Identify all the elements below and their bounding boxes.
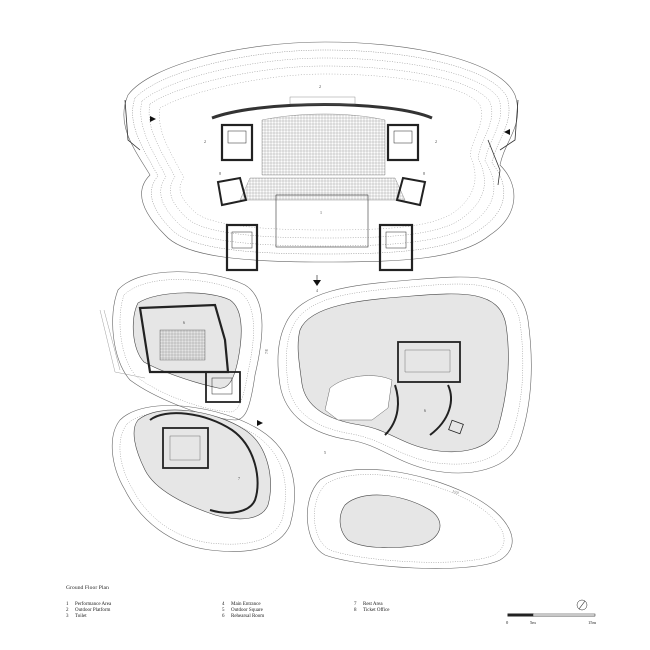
label-rest-area: 7 (238, 476, 240, 481)
rehearsal-block (112, 271, 263, 421)
entrance-arrow-right-icon (504, 129, 510, 135)
label-ticket-right: 8 (423, 171, 425, 176)
label-outdoor-square: 5 (324, 450, 326, 455)
label-right-platform: 2 (435, 139, 437, 144)
entrance-arrow-square-icon (257, 420, 263, 426)
connector-box (205, 371, 241, 403)
scale-label-15m: 15m (588, 620, 597, 625)
label-left-platform: 2 (204, 139, 206, 144)
north-arrow-icon (576, 599, 588, 611)
theatre-outer-shell (123, 41, 519, 263)
rest-area-block (111, 405, 295, 552)
label-rehearsal-room: 6 (183, 320, 185, 325)
bottom-right-block (307, 469, 513, 569)
theatre-toilets (216, 123, 427, 272)
auditorium (211, 96, 433, 248)
label-ticket-left: 8 (219, 171, 221, 176)
scale-label-5m: 5m (530, 620, 536, 625)
scale-label-0: 0 (506, 620, 509, 625)
label-ramp-left: 7/8 (265, 349, 269, 354)
label-ramp-bottom: 1/10 (452, 489, 460, 495)
label-right-room: 6 (424, 408, 426, 413)
label-performance-area: 1 (320, 210, 322, 215)
entrance-arrow-left-icon (150, 116, 156, 122)
performance-area (275, 194, 369, 248)
right-upper-block (277, 276, 532, 474)
scale-bar (507, 613, 596, 617)
label-top-stage: 2 (319, 84, 321, 89)
theatre-shell (123, 41, 519, 263)
main-entrance-marker-icon (313, 275, 321, 286)
plan-caption: Ground Floor Plan (66, 585, 109, 591)
left-exterior-lines (99, 309, 146, 379)
theatre-side-elements (124, 99, 519, 186)
label-main-entrance: 4 (316, 289, 318, 293)
